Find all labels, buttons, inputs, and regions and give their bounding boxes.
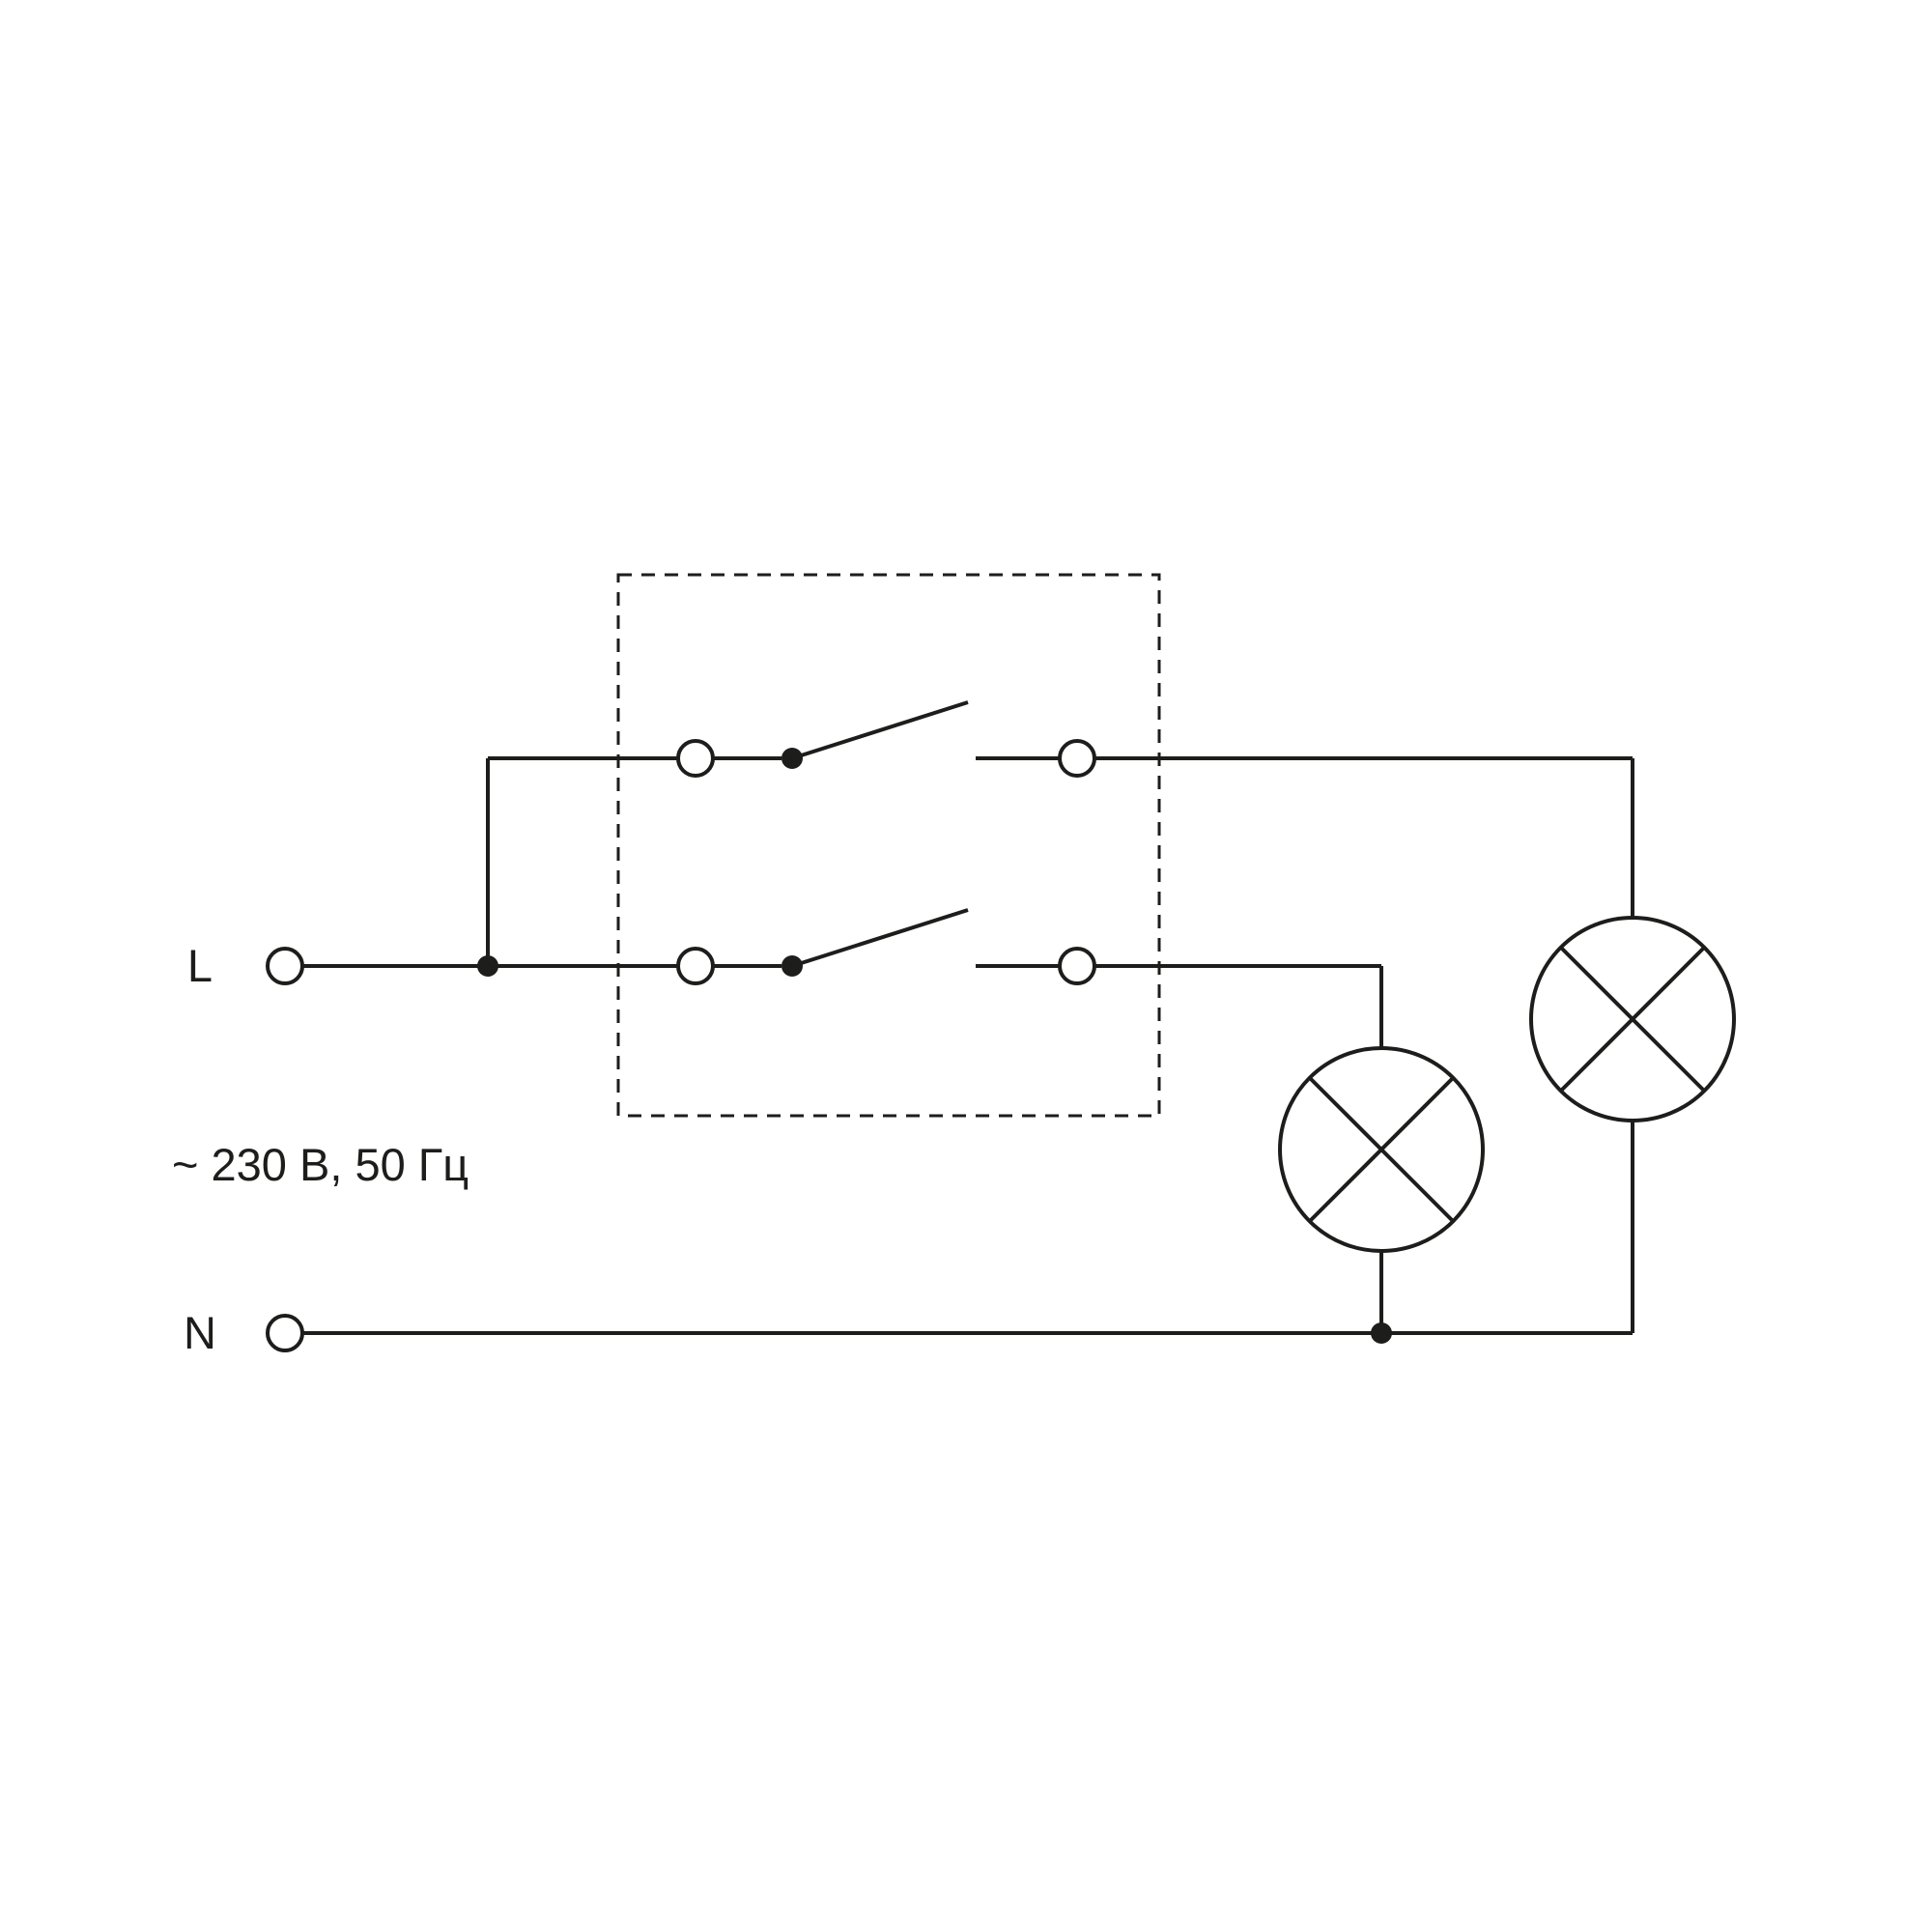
neutral-label: N (184, 1307, 216, 1358)
switch1-lever (791, 700, 969, 760)
switch1-right-terminal (1058, 739, 1096, 778)
terminal-N (266, 1314, 304, 1352)
lamp2-cross-diag2 (1559, 946, 1706, 1093)
switch-enclosure-outline (616, 573, 1161, 1118)
junction-dot-N (1371, 1322, 1392, 1344)
switch2-right-terminal (1058, 947, 1096, 985)
lamp1-cross-diag2 (1308, 1076, 1455, 1223)
line-label: L (187, 940, 213, 991)
switch1-left-terminal (676, 739, 715, 778)
voltage-label: ~ 230 В, 50 Гц (172, 1139, 469, 1190)
terminal-L (266, 947, 304, 985)
switch2-lever (791, 908, 969, 968)
switch2-left-terminal (676, 947, 715, 985)
